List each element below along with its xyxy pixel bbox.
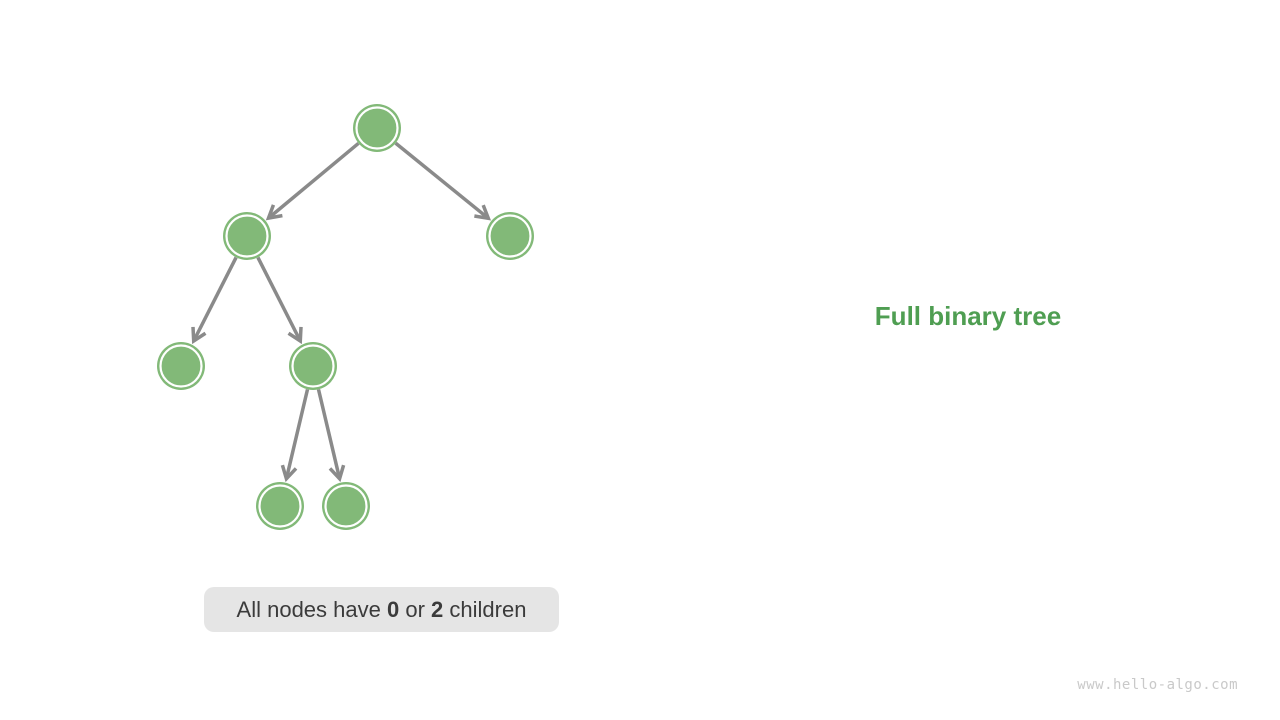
tree-nodes [157, 104, 534, 530]
caption-bold-two: 2 [431, 596, 444, 622]
tree-edge-lr-leftchild [280, 388, 310, 483]
tree-edge-lr-rightchild [316, 388, 346, 483]
tree-node-lr-left [256, 482, 304, 530]
tree-edge-root-right [394, 141, 492, 221]
tree-node-right [486, 212, 534, 260]
caption-text-prefix: All nodes have [236, 596, 387, 622]
tree-node-lr-right [322, 482, 370, 530]
tree-node-left-left [157, 342, 205, 390]
tree-edges [191, 141, 492, 483]
tree-node-left-right [289, 342, 337, 390]
caption-text-or: or [399, 596, 432, 622]
watermark: www.hello-algo.com [1077, 677, 1238, 693]
tree-node-left [223, 212, 271, 260]
tree-node-root [353, 104, 401, 152]
caption-box: All nodes have 0 or 2 children [204, 587, 559, 632]
caption-bold-zero: 0 [386, 596, 400, 622]
caption-text-suffix: children [443, 596, 527, 622]
tree-edge-left-leftchild [191, 256, 238, 345]
tree-edge-root-left [265, 141, 360, 221]
diagram-title: Full binary tree [874, 301, 1062, 331]
tree-edge-left-rightchild [256, 256, 303, 345]
